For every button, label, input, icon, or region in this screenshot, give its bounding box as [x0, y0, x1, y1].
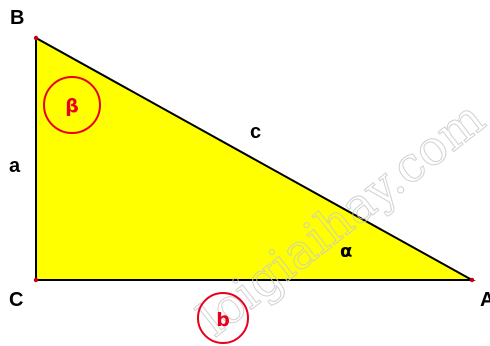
- angle-alpha-label: α: [340, 241, 352, 262]
- side-a-label: a: [9, 155, 21, 177]
- side-c-label: c: [250, 121, 261, 143]
- vertex-a-point: [469, 277, 475, 283]
- vertex-c-point: [33, 277, 39, 283]
- vertex-c-label: C: [9, 289, 23, 311]
- triangle-abc: [35, 36, 476, 281]
- vertex-a-label: A: [480, 289, 490, 311]
- vertex-b-point: [33, 35, 39, 41]
- vertex-b-label: B: [10, 7, 24, 29]
- side-b-circle: [197, 292, 249, 344]
- angle-beta-label: β: [65, 95, 79, 117]
- angle-beta-circle: [43, 76, 101, 134]
- side-b-label: b: [216, 309, 230, 331]
